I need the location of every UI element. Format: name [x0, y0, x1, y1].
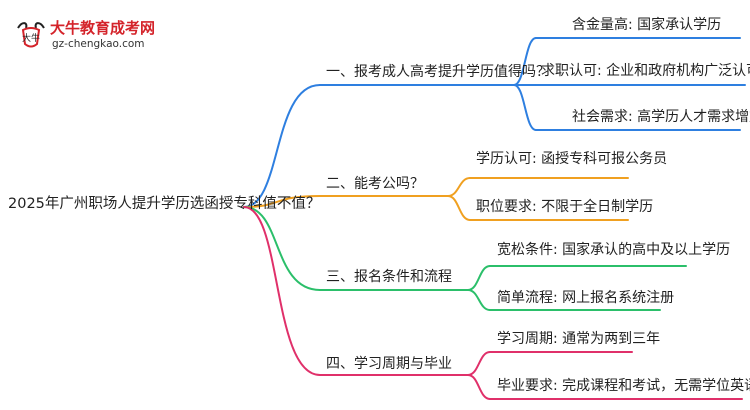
branch-1-connector: [243, 84, 321, 208]
branch-1-item-1: 含金量高: 国家承认学历: [572, 17, 722, 33]
branch-4-item-2: 毕业要求: 完成课程和考试，无需学位英语考试: [497, 378, 750, 394]
branch-3-item-1: 宽松条件: 国家承认的高中及以上学历: [497, 242, 731, 258]
branch-3-child-2-connector: [467, 289, 491, 311]
branch-4-label: 四、学习周期与毕业: [326, 356, 452, 372]
branch-1-label: 一、报考成人高考提升学历值得吗？: [326, 64, 550, 80]
bull-logo-icon: 大牛: [17, 22, 45, 48]
branch-2-label: 二、能考公吗？: [326, 176, 424, 192]
branch-3-item-2: 简单流程: 网上报名系统注册: [497, 290, 675, 306]
branch-1-child-1-connector: [513, 37, 537, 86]
branch-1-child-3-connector: [513, 84, 537, 131]
branch-1-item-2: 求职认可: 企业和政府机构广泛认可: [541, 63, 750, 79]
branch-2-item-1: 学历认可: 函授专科可报公务员: [476, 151, 668, 167]
logo-brand: 大牛教育成考网: [50, 19, 156, 37]
branch-4-child-2-connector: [467, 374, 491, 400]
logo-mark-text: 大牛: [22, 32, 40, 44]
branch-2-connector: [243, 195, 321, 208]
branch-4-child-1-connector: [467, 351, 491, 376]
logo-domain: gz-chengkao.com: [52, 38, 145, 50]
root-node: 2025年广州职场人提升学历选函授专科值不值？: [8, 196, 321, 212]
branch-2-child-1-connector: [447, 177, 471, 197]
branch-2-child-2-connector: [447, 195, 471, 221]
branch-1-item-3: 社会需求: 高学历人才需求增加: [572, 109, 750, 125]
branch-3-connector: [243, 206, 321, 291]
site-logo: 大牛 大牛教育成考网 gz-chengkao.com: [14, 18, 194, 54]
branch-3-child-1-connector: [467, 265, 491, 291]
branch-4-connector: [243, 206, 321, 376]
branch-3-label: 三、报名条件和流程: [326, 269, 452, 285]
branch-4-item-1: 学习周期: 通常为两到三年: [497, 331, 661, 347]
branch-2-item-2: 职位要求: 不限于全日制学历: [476, 199, 654, 215]
